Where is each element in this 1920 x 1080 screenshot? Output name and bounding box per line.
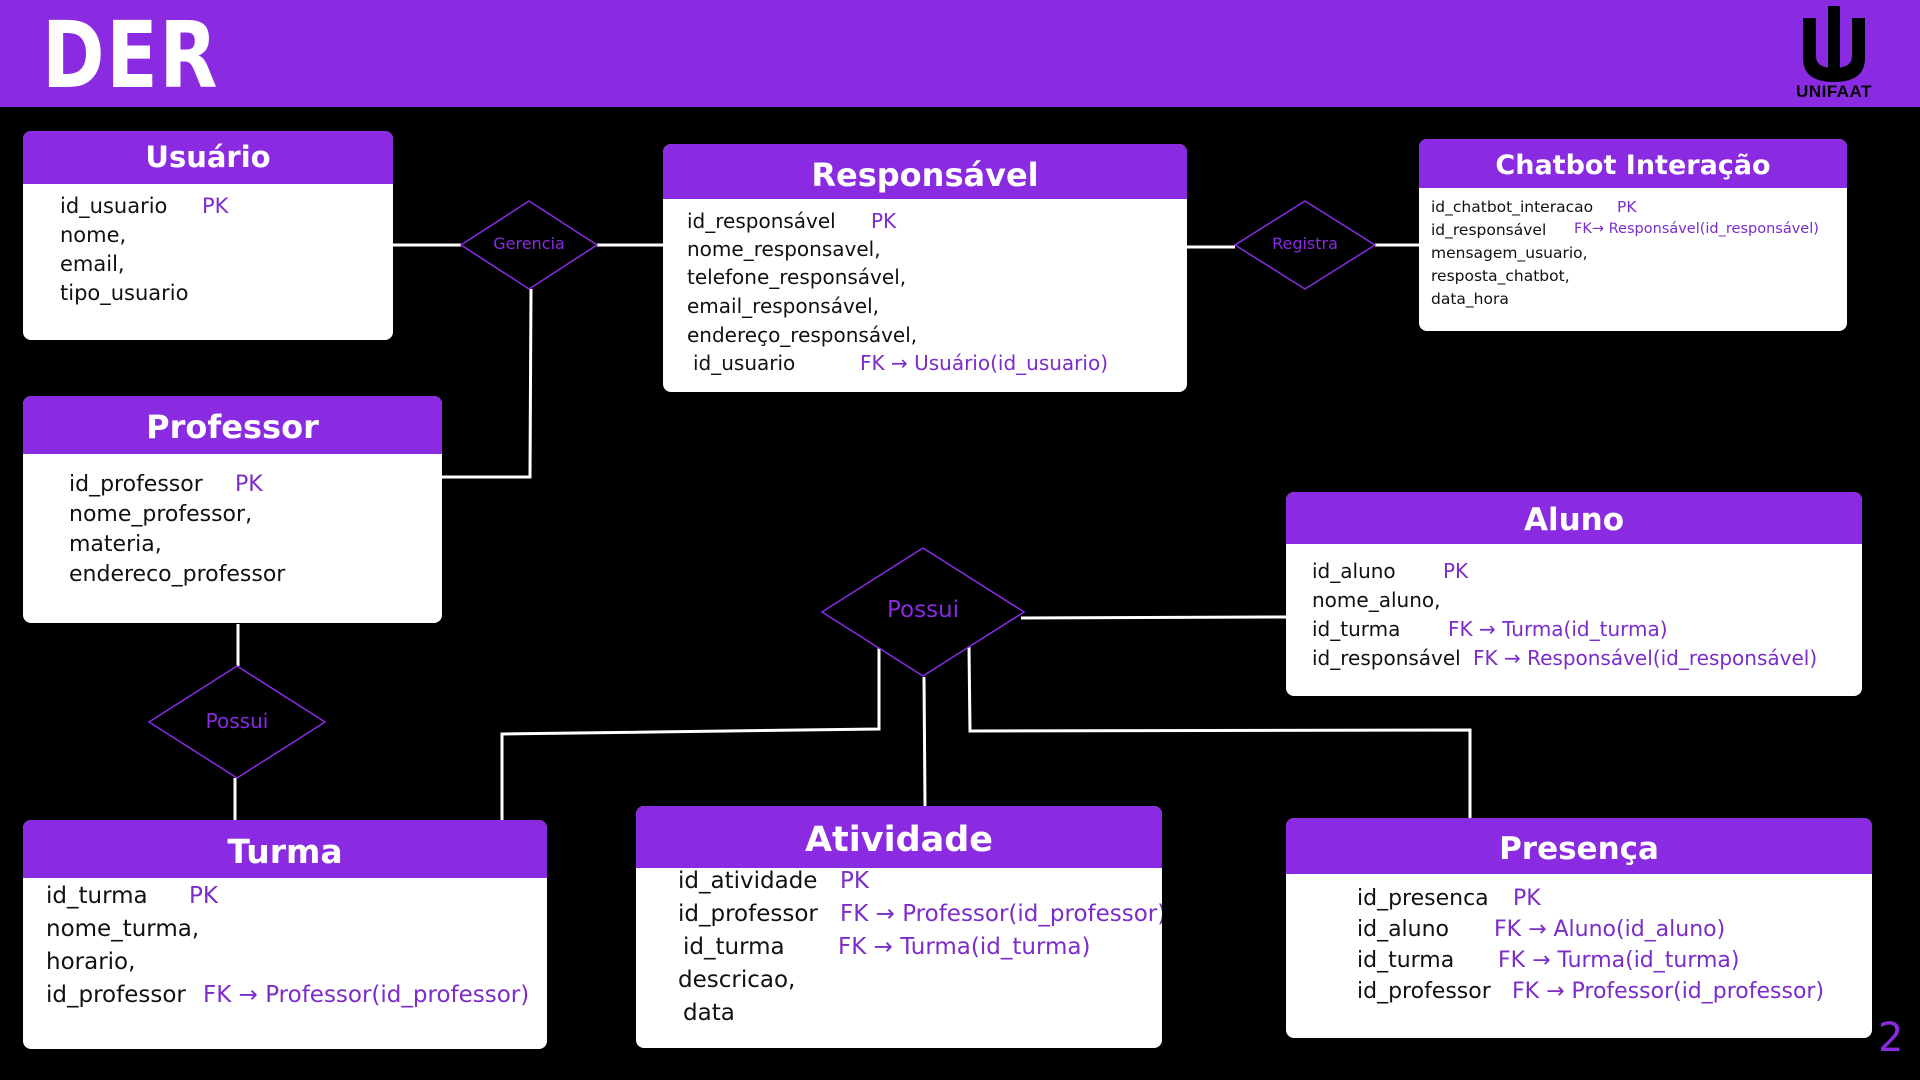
attr-nome-aluno: nome_aluno,: [1312, 588, 1441, 612]
key-atividade-fk-professor: FK → Professor(id_professor): [840, 901, 1162, 927]
key-turma-pk: PK: [189, 883, 218, 909]
key-presenca-fk-aluno: FK → Aluno(id_aluno): [1494, 917, 1726, 942]
attr-id-chatbot-interacao: id_chatbot_interacao: [1431, 198, 1594, 216]
relationship-gerencia-label: Gerencia: [493, 234, 565, 253]
relationship-gerencia-shape: [459, 200, 599, 290]
page-title: DER: [42, 2, 220, 109]
attr-horario: horario,: [46, 949, 136, 975]
attr-id-aluno: id_aluno: [1312, 559, 1396, 583]
entity-turma: Turma id_turma PK nome_turma, horario, i…: [23, 820, 547, 1049]
relationship-registra-label: Registra: [1272, 234, 1338, 253]
attr-id-presenca: id_presenca: [1357, 886, 1489, 911]
entity-atividade: Atividade id_atividade PK id_professor F…: [636, 806, 1162, 1048]
entity-professor-title: Professor: [23, 396, 442, 454]
attr-mensagem-usuario: mensagem_usuario,: [1431, 244, 1588, 262]
attr-id-professor: id_professor: [69, 472, 203, 497]
key-presenca-fk-professor: FK → Professor(id_professor): [1512, 979, 1825, 1004]
attr-nome-turma: nome_turma,: [46, 916, 200, 942]
key-chatbot-fk-responsavel: FK→ Responsável(id_responsável): [1574, 221, 1819, 237]
attr-aluno-id-turma: id_turma: [1312, 617, 1401, 641]
attr-aluno-id-responsavel: id_responsável: [1312, 646, 1461, 670]
attr-atividade-id-turma: id_turma: [683, 934, 785, 960]
attr-id-turma: id_turma: [46, 883, 148, 909]
attr-id-usuario-fk: id_usuario: [693, 351, 796, 375]
relationship-possui-main-shape: [820, 547, 1026, 677]
attr-presenca-id-turma: id_turma: [1357, 948, 1455, 973]
attr-nome: nome,: [60, 223, 127, 247]
key-turma-fk-professor: FK → Professor(id_professor): [203, 982, 530, 1008]
key-aluno-fk-responsavel: FK → Responsável(id_responsável): [1473, 646, 1818, 670]
attr-email-responsavel: email_responsável,: [687, 294, 880, 318]
attr-endereco-responsavel: endereço_responsável,: [687, 323, 918, 347]
attr-data: data: [683, 1000, 735, 1026]
attr-email: email,: [60, 252, 125, 276]
entity-presenca: Presença id_presenca PK id_aluno FK → Al…: [1286, 818, 1872, 1038]
attr-endereco-professor: endereco_professor: [69, 562, 286, 587]
attr-presenca-id-professor: id_professor: [1357, 979, 1491, 1004]
key-atividade-fk-turma: FK → Turma(id_turma): [838, 934, 1091, 960]
attr-data-hora: data_hora: [1431, 290, 1509, 308]
key-usuario-pk: PK: [202, 194, 229, 218]
entity-aluno-title: Aluno: [1286, 492, 1862, 544]
attr-id-usuario: id_usuario: [60, 194, 168, 218]
entity-chatbot-title: Chatbot Interação: [1419, 139, 1847, 188]
key-responsavel-pk: PK: [871, 209, 897, 233]
entity-chatbot-interacao: Chatbot Interação id_chatbot_interacao P…: [1419, 139, 1847, 331]
key-professor-pk: PK: [235, 472, 263, 497]
entity-usuario: Usuário id_usuario PK nome, email, tipo_…: [23, 131, 393, 340]
relationship-possui-turma-label: Possui: [205, 709, 269, 733]
relationship-registra-shape: [1233, 200, 1377, 290]
entity-turma-title: Turma: [23, 820, 547, 878]
attr-chatbot-id-responsavel: id_responsável: [1431, 221, 1547, 239]
attr-id-responsavel: id_responsável: [687, 209, 836, 233]
unifaat-logo: UNIFAAT: [1785, 4, 1883, 104]
attr-telefone-responsavel: telefone_responsável,: [687, 265, 907, 289]
key-responsavel-fk-usuario: FK → Usuário(id_usuario): [860, 351, 1108, 375]
attr-nome-professor: nome_professor,: [69, 502, 253, 527]
key-aluno-fk-turma: FK → Turma(id_turma): [1448, 617, 1668, 641]
attr-descricao: descricao,: [678, 967, 796, 993]
key-aluno-pk: PK: [1443, 559, 1469, 583]
page-number: 2: [1878, 1015, 1904, 1061]
entity-presenca-title: Presença: [1286, 818, 1872, 874]
key-atividade-pk: PK: [840, 868, 869, 894]
key-chatbot-pk: PK: [1617, 198, 1637, 216]
entity-professor: Professor id_professor PK nome_professor…: [23, 396, 442, 623]
unifaat-logo-icon: [1803, 6, 1865, 82]
key-presenca-pk: PK: [1513, 886, 1541, 911]
attr-resposta-chatbot: resposta_chatbot,: [1431, 267, 1570, 285]
relationship-possui-main-label: Possui: [886, 597, 960, 623]
attr-presenca-id-aluno: id_aluno: [1357, 917, 1450, 942]
attr-turma-id-professor: id_professor: [46, 982, 186, 1008]
attr-nome-responsavel: nome_responsavel,: [687, 237, 881, 261]
relationship-possui-turma-shape: [147, 665, 327, 779]
attr-id-atividade: id_atividade: [678, 868, 818, 894]
entity-aluno: Aluno id_aluno PK nome_aluno, id_turma F…: [1286, 492, 1862, 696]
logo-text: UNIFAAT: [1796, 82, 1872, 101]
entity-responsavel: Responsável id_responsável PK nome_respo…: [663, 144, 1187, 392]
key-presenca-fk-turma: FK → Turma(id_turma): [1498, 948, 1740, 973]
entity-usuario-title: Usuário: [23, 131, 393, 184]
attr-atividade-id-professor: id_professor: [678, 901, 818, 927]
attr-tipo-usuario: tipo_usuario: [60, 281, 189, 305]
header-bar: [0, 0, 1920, 107]
entity-atividade-title: Atividade: [636, 806, 1162, 868]
entity-responsavel-title: Responsável: [663, 144, 1187, 199]
attr-materia: materia,: [69, 532, 162, 557]
